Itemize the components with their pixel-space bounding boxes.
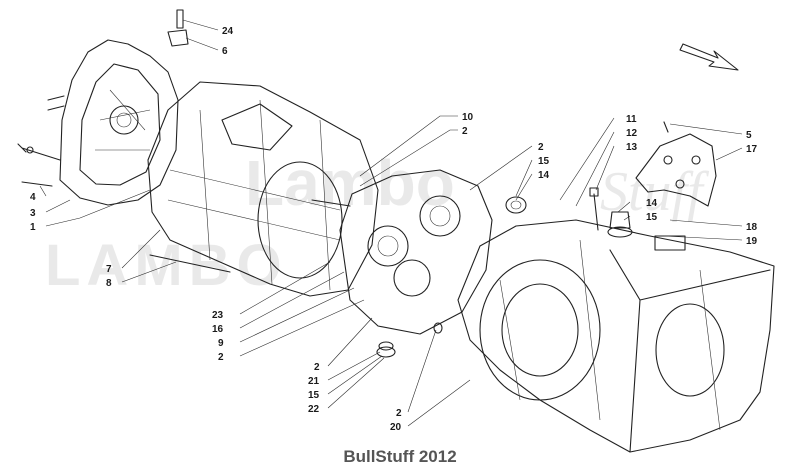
callout-15b: 15 [646, 212, 658, 223]
gear-housing [147, 81, 379, 297]
intermediate-plate [339, 169, 493, 335]
o-ring [433, 322, 443, 334]
leader-lines [39, 19, 743, 427]
callout-13: 13 [626, 142, 638, 153]
callout-24: 24 [222, 26, 234, 37]
callout-6: 6 [222, 46, 228, 57]
bell-housing [457, 219, 775, 453]
callout-1: 1 [30, 222, 36, 233]
callout-7: 7 [106, 264, 112, 275]
plug-and-seal [167, 9, 189, 47]
drain-plug [376, 341, 396, 358]
callout-21: 21 [308, 376, 320, 387]
callout-15c: 15 [308, 390, 320, 401]
watermark-lambo: LAMBO [45, 233, 288, 298]
callout-2d: 2 [314, 362, 320, 373]
bolt-set-left [17, 143, 61, 187]
callout-11: 11 [626, 114, 637, 125]
callout-10: 10 [462, 112, 474, 123]
callout-22: 22 [308, 404, 320, 415]
callout-14: 14 [538, 170, 550, 181]
callout-3: 3 [30, 208, 36, 219]
callout-9: 9 [218, 338, 224, 349]
rear-cover [47, 39, 179, 206]
callout-14b: 14 [646, 198, 658, 209]
watermark-brand: Lambo [245, 147, 455, 219]
callout-20: 20 [390, 422, 402, 433]
callout-2: 2 [462, 126, 468, 137]
callout-4: 4 [30, 192, 36, 203]
callout-12: 12 [626, 128, 638, 139]
callout-2e: 2 [396, 408, 402, 419]
callout-17: 17 [746, 144, 758, 155]
mounting-bracket [635, 121, 717, 207]
copyright-caption: BullStuff 2012 [343, 447, 457, 466]
callout-15: 15 [538, 156, 550, 167]
callout-16: 16 [212, 324, 224, 335]
callout-labels: 24 6 10 2 4 3 1 7 8 23 16 9 2 2 15 14 11… [30, 26, 758, 433]
seal-ring [505, 196, 527, 214]
callout-5: 5 [746, 130, 752, 141]
callout-2b: 2 [218, 352, 224, 363]
watermark-script: Stuff [600, 161, 710, 223]
callout-23: 23 [212, 310, 224, 321]
stud-bolt [589, 187, 599, 231]
callout-2c: 2 [538, 142, 544, 153]
watermark: Lambo Stuff LAMBO [45, 147, 710, 298]
callout-8: 8 [106, 278, 112, 289]
direction-arrow-icon [679, 43, 739, 71]
callout-18: 18 [746, 222, 758, 233]
callout-19: 19 [746, 236, 758, 247]
